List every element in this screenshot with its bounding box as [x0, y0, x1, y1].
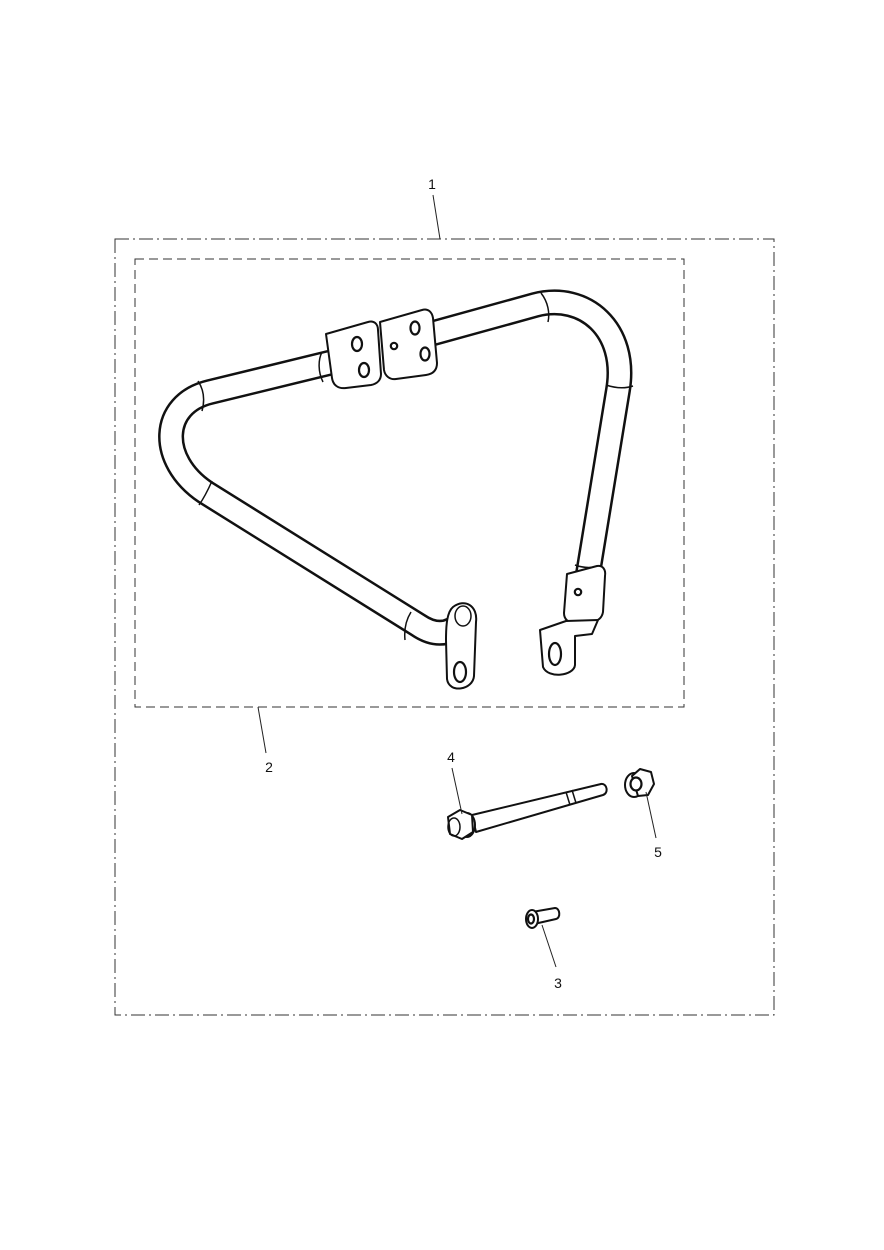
bracket-slot-hole [547, 641, 563, 667]
left-lower-mounting-tab [445, 602, 478, 690]
flange-bolt [447, 782, 608, 840]
kit-boundary-frame [114, 238, 775, 1016]
callout-1-label: 1 [428, 176, 436, 192]
crash-bar-left-bend-mark [197, 380, 205, 412]
callout-2: 2 [257, 706, 273, 775]
crash-bar-right-tube-fill [427, 291, 630, 582]
plate-round-hole [389, 341, 399, 351]
callout-4-label: 4 [447, 749, 455, 765]
callout-5-label: 5 [654, 844, 662, 860]
crash-bar-right-bend-mark [540, 292, 550, 323]
callout-3: 3 [541, 924, 562, 991]
callout-2-leader [257, 706, 267, 754]
crash-bar-right-bend-mark [605, 384, 634, 389]
plate-slot-hole [409, 320, 421, 336]
crash-bar-left-bend-mark [318, 351, 324, 383]
callout-3-label: 3 [554, 975, 562, 991]
callout-2-label: 2 [265, 759, 273, 775]
callout-4-leader [451, 767, 463, 815]
plate-slot-hole [350, 335, 364, 353]
small-bolt [525, 907, 561, 929]
callout-5-leader [645, 791, 657, 839]
callout-3-leader [541, 924, 557, 968]
right-lower-mounting-bracket [539, 564, 607, 676]
callout-5: 5 [645, 791, 662, 860]
crash-bar [158, 289, 634, 690]
callout-1: 1 [428, 176, 441, 240]
callout-4: 4 [447, 749, 463, 815]
callout-1-leader [432, 194, 441, 240]
crash-bar-left-bend-mark [198, 480, 213, 506]
plate-slot-hole [357, 361, 371, 379]
crash-bar-left-bend-mark [404, 611, 412, 641]
right-upper-mounting-plate [379, 308, 438, 381]
flange-nut [624, 768, 655, 798]
tab-slot-hole [452, 660, 468, 684]
left-upper-mounting-plate [325, 320, 382, 390]
assembly-boundary-frame [134, 258, 685, 708]
plate-slot-hole [419, 346, 431, 362]
